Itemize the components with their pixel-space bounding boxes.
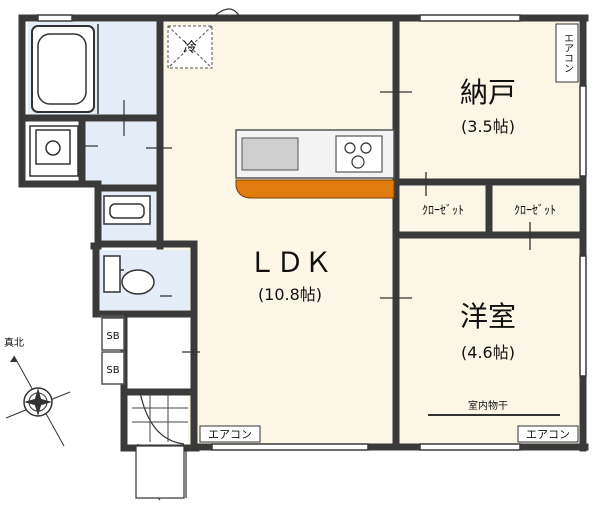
window-western-right <box>579 255 587 377</box>
stove <box>335 135 383 173</box>
aircon-western-label: エアコン <box>526 428 570 441</box>
entrance-floor <box>130 394 188 444</box>
aircon-storage-label: エアコン <box>562 33 574 73</box>
storage-size: (3.5帖) <box>461 117 515 136</box>
washroom-floor <box>82 122 158 186</box>
closet-left-label: ｸﾛｰｾﾞｯﾄ <box>422 203 464 217</box>
compass-label: 真北 <box>4 336 24 349</box>
window-top-left <box>37 14 73 22</box>
inner-lines <box>100 315 125 385</box>
hall-floor <box>126 316 192 392</box>
window-ldk-bottom <box>211 443 369 451</box>
ldk-size: (10.8帖) <box>258 285 322 304</box>
aircon-storage: エアコン <box>555 23 579 83</box>
ldk-name: ＬＤＫ <box>248 246 332 279</box>
western-name: 洋室 <box>460 300 516 333</box>
storage-name: 納戸 <box>460 76 516 109</box>
shoe-box-lower: SB <box>106 365 119 376</box>
windows <box>37 14 587 451</box>
window-storage-right <box>579 85 587 177</box>
aircon-ldk-label: エアコン <box>208 428 252 441</box>
entrance-steps <box>132 394 188 442</box>
window-western-bottom <box>419 443 521 451</box>
aircon-ldk: エアコン <box>199 425 261 443</box>
kitchen-counter-bar <box>235 179 395 199</box>
fridge-space: 冷 <box>167 25 213 69</box>
doors <box>84 8 241 501</box>
closet-right-floor <box>492 186 578 232</box>
drying-rail: 室内物干 <box>428 399 560 416</box>
kitchen-sink <box>241 137 299 171</box>
door-arrows <box>146 91 531 353</box>
western-floor <box>398 238 580 445</box>
shoe-box-upper: SB <box>106 331 119 342</box>
compass: 真北 <box>4 336 71 447</box>
wash-basin <box>103 195 151 225</box>
toilet <box>103 255 155 295</box>
kitchen-counter <box>235 129 395 199</box>
fridge-label: 冷 <box>183 40 197 56</box>
washing-machine-space <box>29 125 79 177</box>
ldk-floor <box>162 20 394 445</box>
closet-right-label: ｸﾛｰｾﾞｯﾄ <box>514 203 556 217</box>
closet-left-floor <box>400 186 486 232</box>
window-storage-top <box>419 14 521 22</box>
western-size: (4.6帖) <box>461 343 515 362</box>
aircon-western: エアコン <box>517 425 579 443</box>
storage-floor <box>398 20 580 180</box>
drying-label: 室内物干 <box>468 399 508 412</box>
bathtub <box>31 24 99 114</box>
